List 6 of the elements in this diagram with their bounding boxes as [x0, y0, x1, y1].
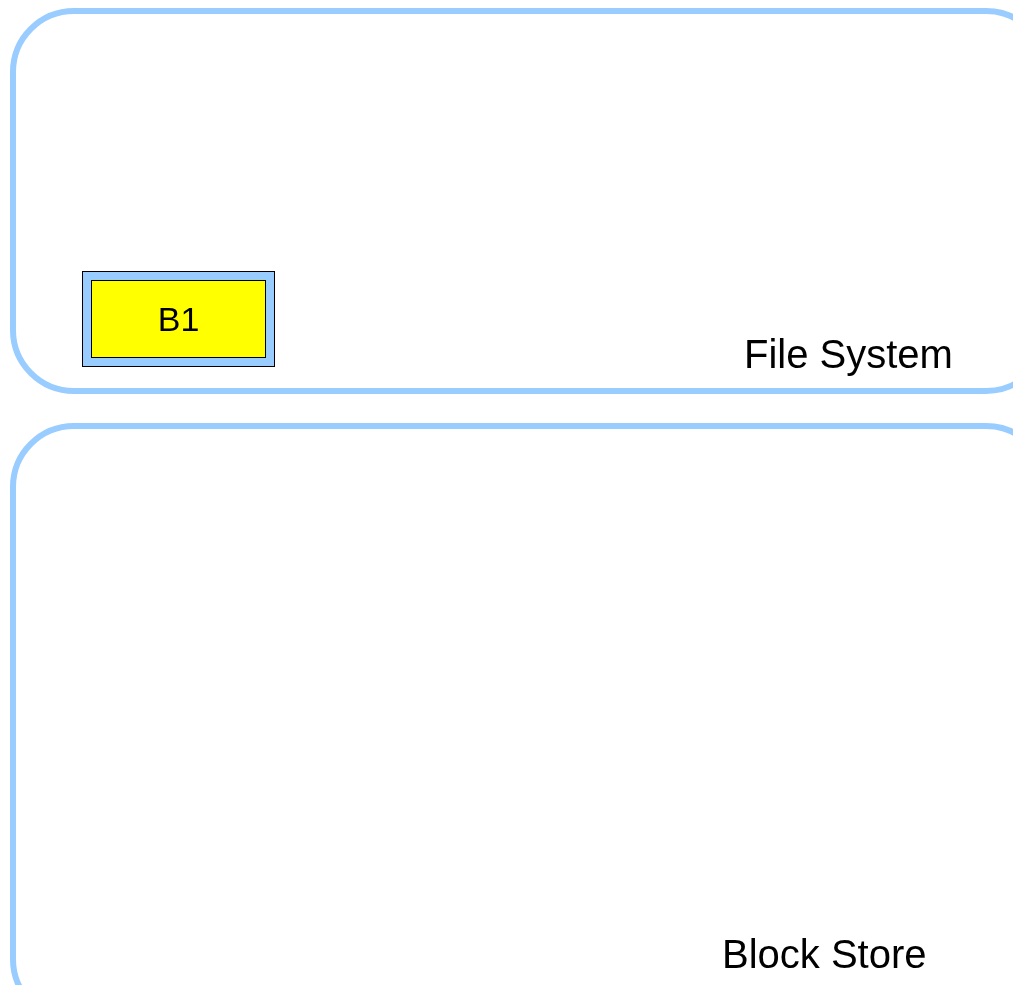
block-label: B1 — [91, 280, 266, 358]
group-panel — [10, 8, 1013, 394]
panel-label: File System — [744, 334, 953, 374]
panel-label: Block Store — [722, 934, 927, 974]
group-panel — [10, 423, 1013, 985]
block-box — [82, 271, 275, 367]
